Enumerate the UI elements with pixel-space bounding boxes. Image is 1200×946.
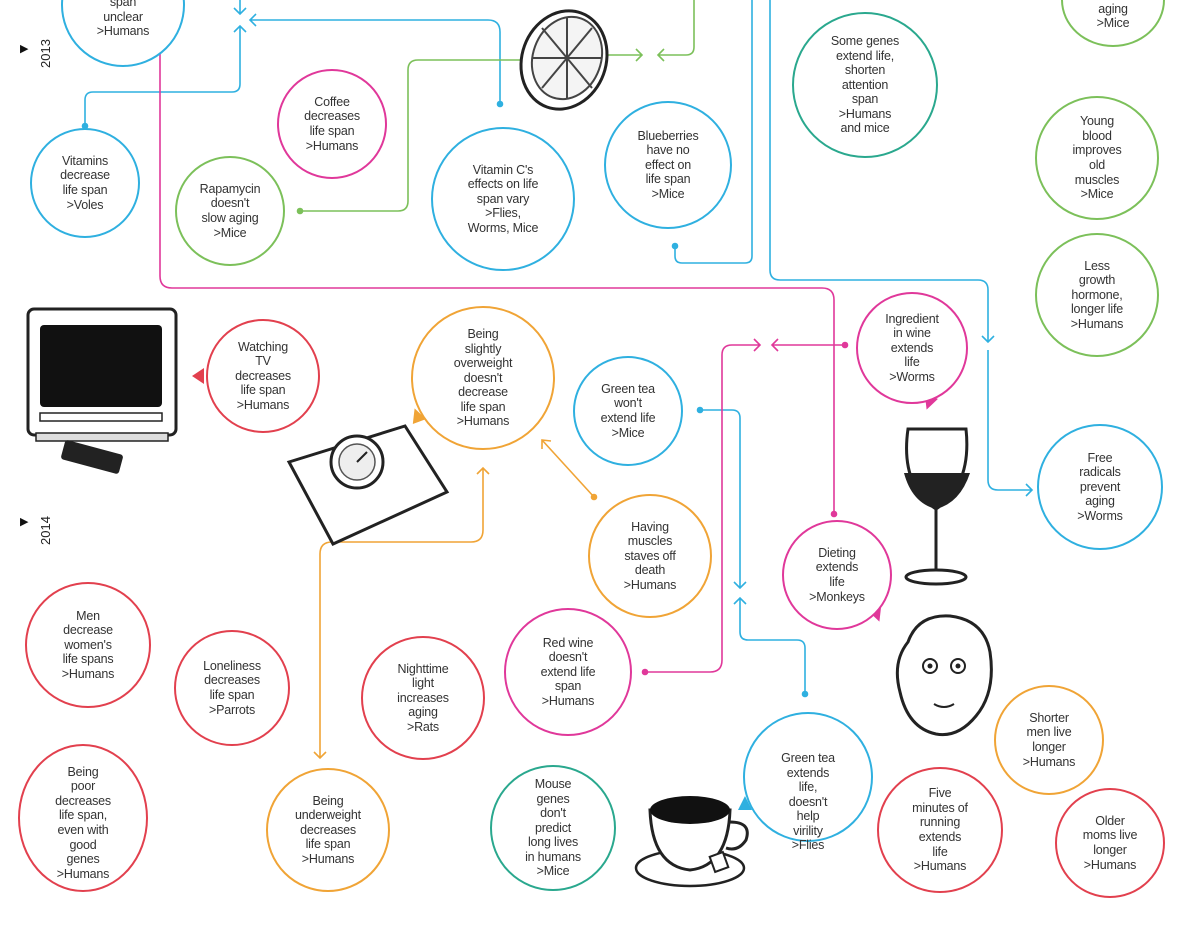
- fact-bubble: Young blood improves old muscles >Mice: [1035, 96, 1159, 220]
- fact-bubble: Mouse genes don't predict long lives in …: [490, 765, 616, 891]
- fact-bubble: Red wine doesn't extend life span >Human…: [504, 608, 632, 736]
- year-marker-arrow-icon: ▶: [20, 516, 29, 528]
- fact-bubble: Nighttime light increases aging >Rats: [361, 636, 485, 760]
- fact-bubble: Watching TV decreases life span >Humans: [206, 319, 320, 433]
- wine-glass-illustration: [904, 427, 970, 586]
- fact-bubble: Five minutes of running extends life >Hu…: [877, 767, 1003, 893]
- fact-bubble: Less growth hormone, longer life >Humans: [1035, 233, 1159, 357]
- fact-bubble: Being underweight decreases life span >H…: [266, 768, 390, 892]
- year-label-2014: 2014: [38, 516, 53, 545]
- pink-connectors: [159, 0, 849, 676]
- fact-bubble: Having muscles staves off death >Humans: [588, 494, 712, 618]
- fact-bubble: Being poor decreases life span, even wit…: [18, 744, 148, 892]
- speech-tail-icon: [192, 368, 204, 384]
- television-illustration: [26, 307, 178, 474]
- fact-bubble: Green tea won't extend life >Mice: [573, 356, 683, 466]
- fact-bubble: Being slightly overweight doesn't decrea…: [411, 306, 555, 450]
- monkey-head-illustration: [895, 614, 993, 737]
- orange-connectors: [313, 439, 598, 760]
- year-marker-arrow-icon: ▶: [20, 43, 29, 55]
- fact-bubble: Rapamycin doesn't slow aging >Mice: [175, 156, 285, 266]
- fact-bubble: Ingredient in wine extends life >Worms: [856, 292, 968, 404]
- fact-bubble: Coffee decreases life span >Humans: [277, 69, 387, 179]
- fact-bubble: Vitamins decrease life span >Voles: [30, 128, 140, 238]
- fact-bubble: Green tea extends life, doesn't help vir…: [743, 712, 873, 852]
- year-label-2013: 2013: [38, 39, 53, 68]
- green-connectors: [296, 0, 695, 215]
- fact-bubble: Dieting extends life >Monkeys: [782, 520, 892, 630]
- fact-bubble: Vitamin C's effects on life span vary >F…: [431, 127, 575, 271]
- fact-bubble: Men decrease women's life spans >Humans: [25, 582, 151, 708]
- fact-bubble: Blueberries have no effect on life span …: [604, 101, 732, 229]
- bathroom-scale-illustration: [286, 424, 450, 546]
- fact-bubble: Older moms live longer >Humans: [1055, 788, 1165, 898]
- tea-cup-illustration: [634, 796, 749, 888]
- orange-slice-illustration: [519, 9, 609, 111]
- blue-connectors: [81, 0, 1034, 698]
- fact-bubble: Free radicals prevent aging >Worms: [1037, 424, 1163, 550]
- fact-bubble: Loneliness decreases life span >Parrots: [174, 630, 290, 746]
- fact-bubble: Shorter men live longer >Humans: [994, 685, 1104, 795]
- fact-bubble: Some genes extend life, shorten attentio…: [792, 12, 938, 158]
